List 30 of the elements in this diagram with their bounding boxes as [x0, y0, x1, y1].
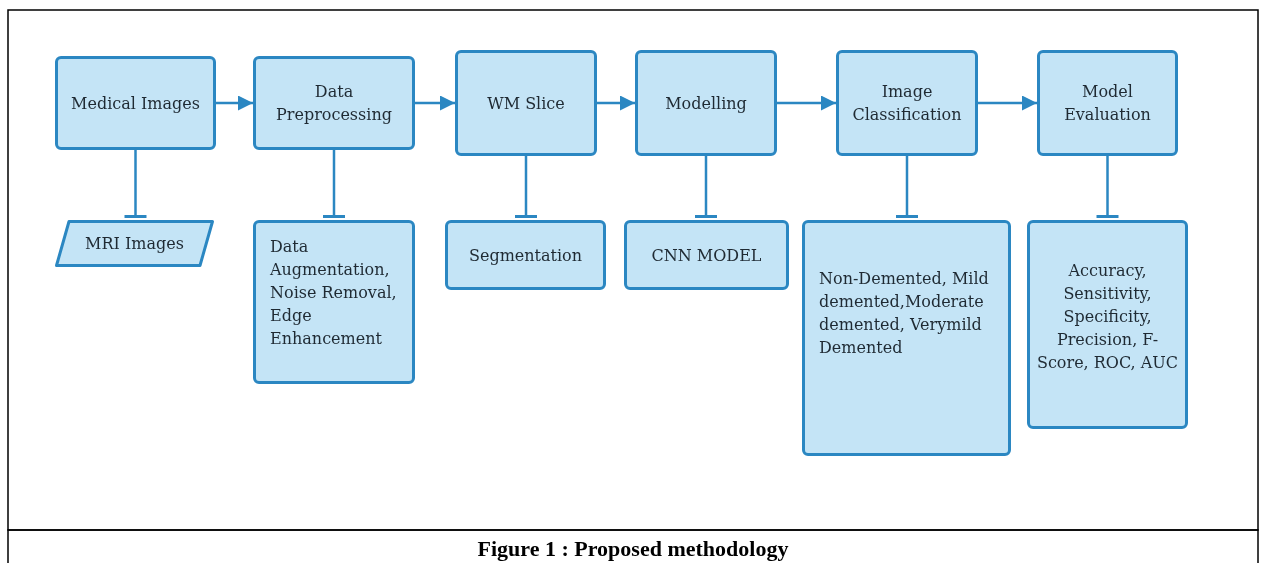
- process-box: [55, 56, 216, 150]
- process-box: [1037, 50, 1178, 156]
- node-label: MRI Images: [84, 233, 185, 255]
- process-box: [253, 220, 415, 384]
- process-box: [836, 50, 978, 156]
- node-label: Model Evaluation: [1063, 81, 1152, 126]
- process-box: [802, 220, 1011, 456]
- node-label: Image Classification: [851, 81, 963, 126]
- process-box: [253, 56, 415, 150]
- connector-arrow: [597, 95, 635, 111]
- node-label: Data Preprocessing: [275, 81, 393, 126]
- node-label: Medical Images: [70, 92, 201, 115]
- process-box: [455, 50, 597, 156]
- process-box: [635, 50, 777, 156]
- data-parallelogram: [55, 220, 214, 267]
- node-label: Non-Demented, Mild demented,Moderate demented, Verymild Demented: [819, 268, 990, 359]
- connector-arrow: [216, 95, 253, 111]
- node-label: Segmentation: [467, 244, 584, 267]
- figure-caption: Figure 1 : Proposed methodology: [476, 536, 790, 562]
- process-box: [1027, 220, 1188, 429]
- connector-arrow: [978, 95, 1037, 111]
- node-label: CNN MODEL: [650, 244, 763, 267]
- process-box: [445, 220, 606, 290]
- node-label: WM Slice: [486, 92, 566, 115]
- connector-arrow: [777, 95, 836, 111]
- node-label: Data Augmentation, Noise Removal, Edge Enhancement: [270, 236, 398, 350]
- node-label: Accuracy, Sensitivity, Specificity, Precision, F-Score, ROC, AUC: [1035, 260, 1180, 374]
- process-box: [624, 220, 789, 290]
- connector-arrow: [415, 95, 455, 111]
- node-label: Modelling: [664, 92, 748, 115]
